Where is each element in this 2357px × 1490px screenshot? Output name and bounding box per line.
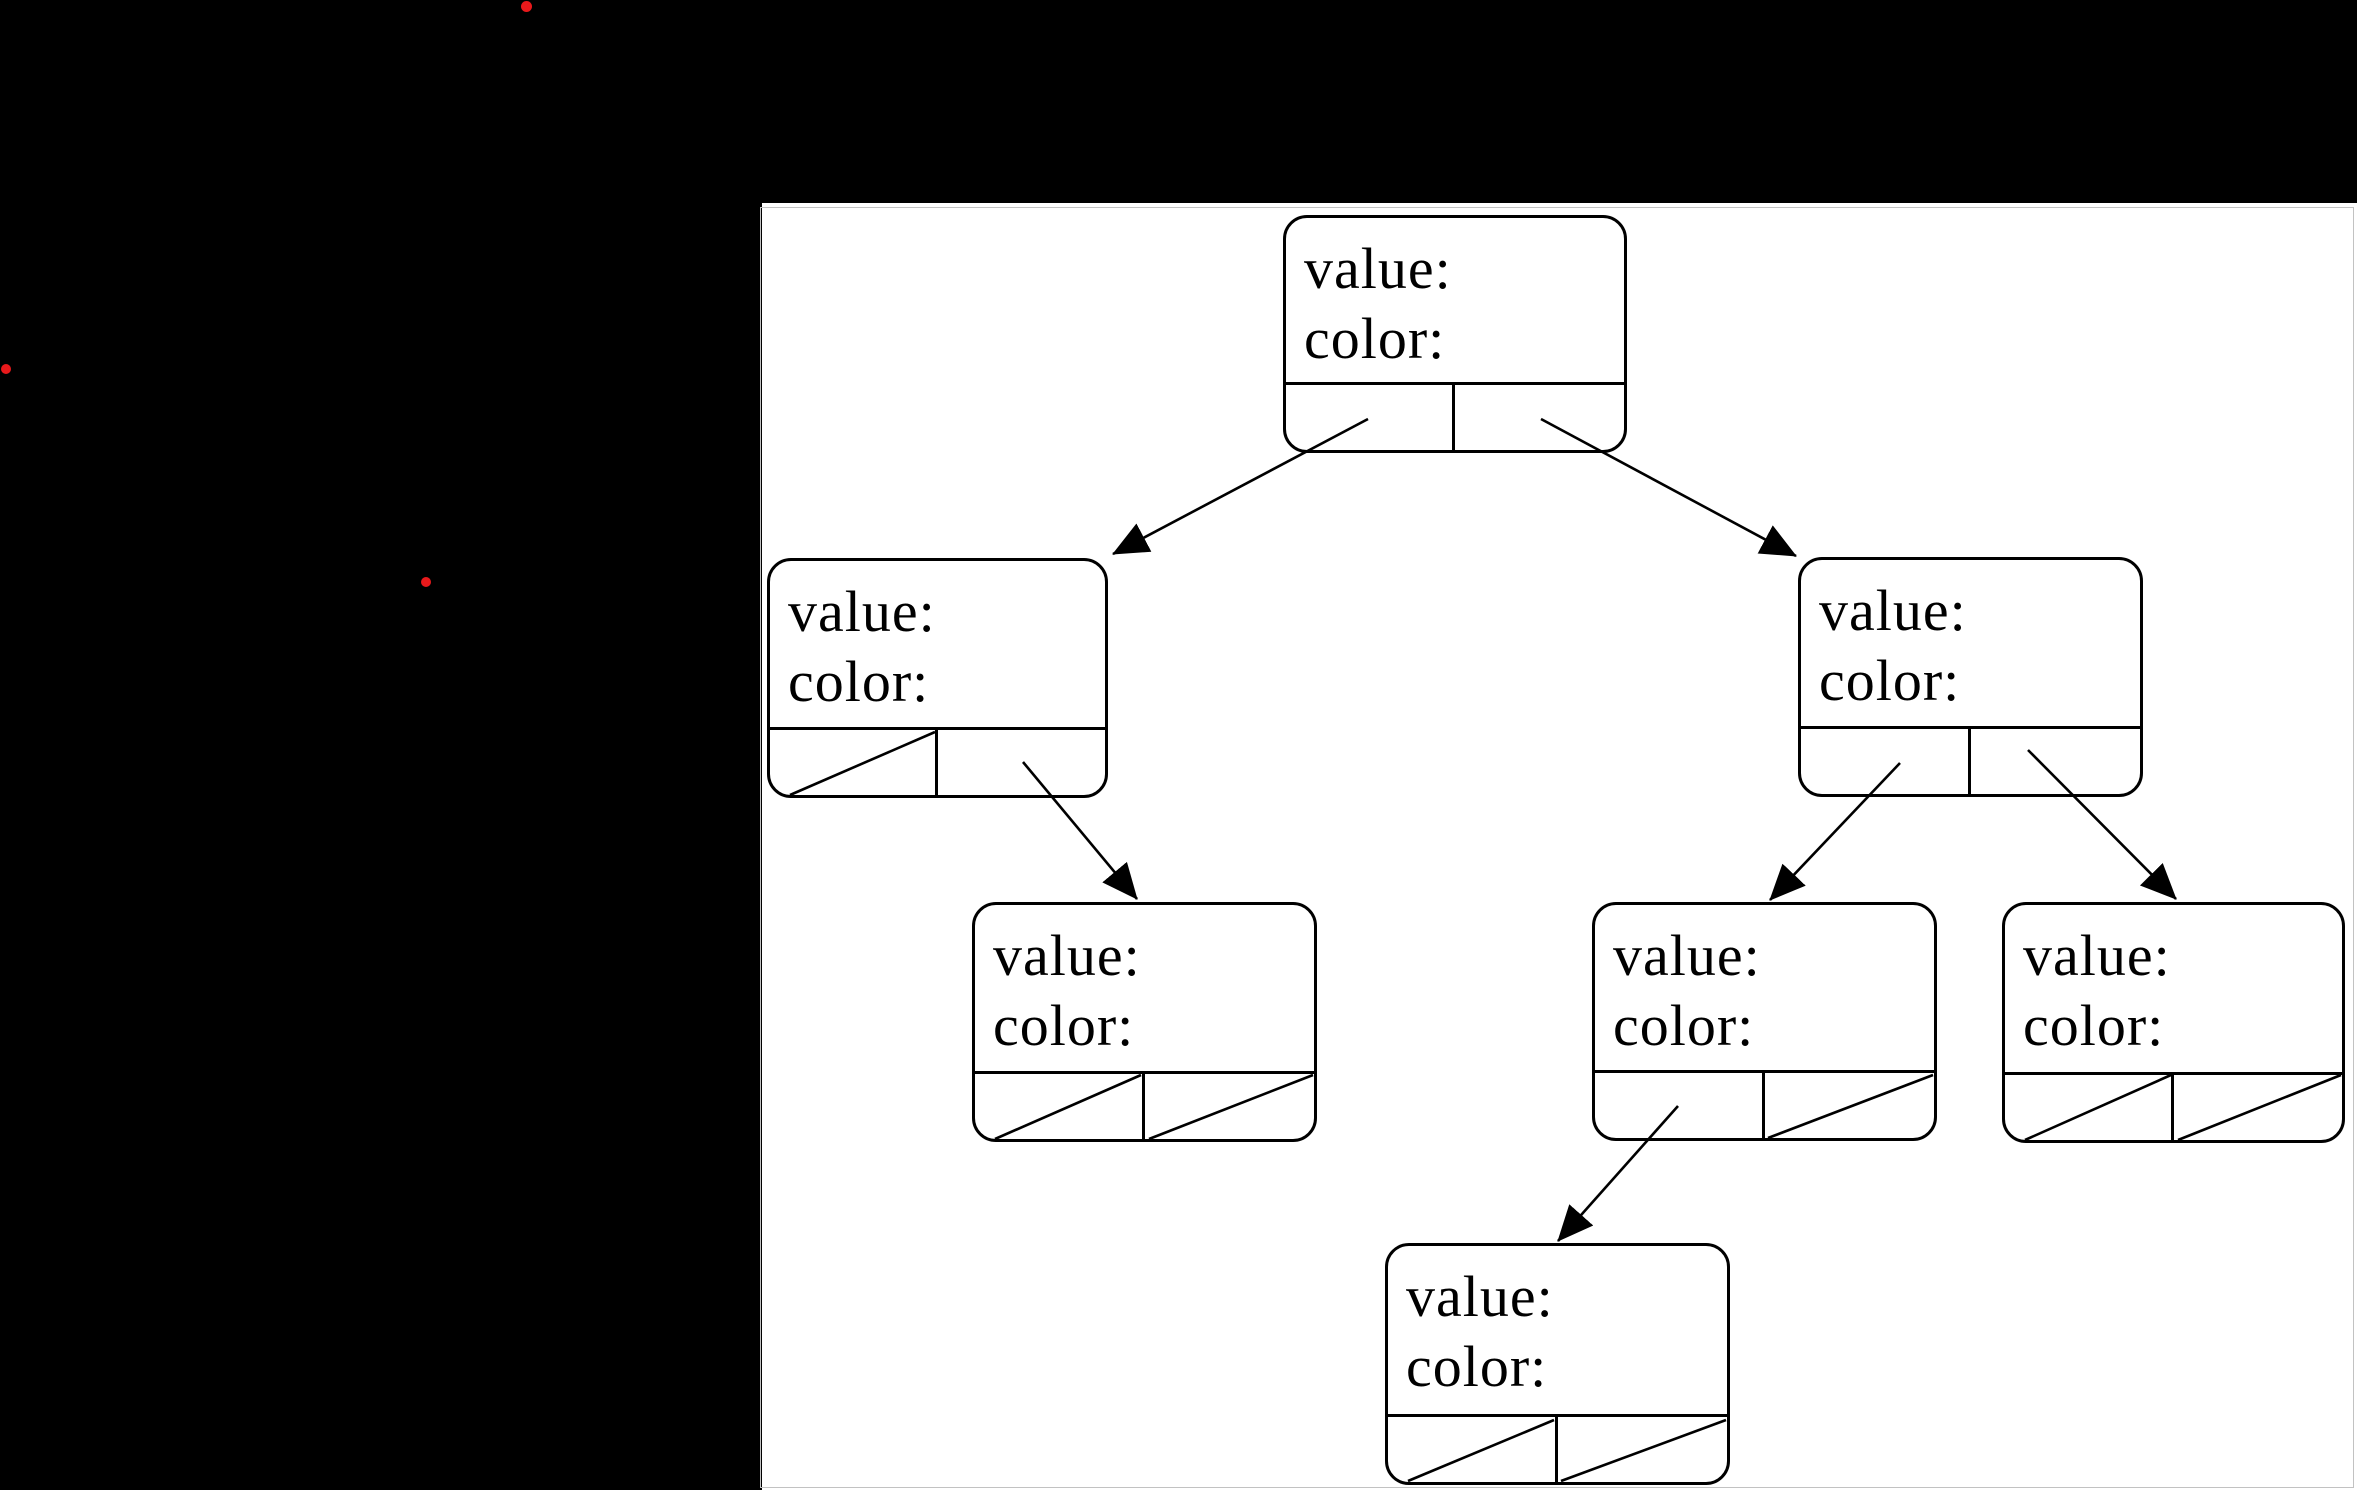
value-field-label: value:	[1819, 578, 1967, 643]
value-field-label: value:	[1304, 236, 1452, 301]
tree-node-bottom: value: color:	[1385, 1243, 1730, 1485]
right-pointer-cell-null	[1145, 1074, 1315, 1139]
node-fields: value: color:	[770, 561, 1105, 727]
right-pointer-cell	[1455, 385, 1624, 450]
value-field-label: value:	[2023, 923, 2171, 988]
right-pointer-cell	[1971, 729, 2141, 794]
pointer-row	[770, 727, 1105, 795]
pointer-row	[1286, 382, 1624, 450]
color-field-label: color:	[788, 649, 930, 714]
node-fields: value: color:	[1286, 218, 1624, 382]
value-field-label: value:	[1613, 923, 1761, 988]
tree-node-left-right-grandchild: value: color:	[972, 902, 1317, 1142]
right-pointer-cell-null	[1765, 1073, 1935, 1138]
left-pointer-cell	[1286, 385, 1455, 450]
node-fields: value: color:	[1388, 1246, 1727, 1414]
red-marker-dot	[421, 577, 431, 587]
pointer-row	[1388, 1414, 1727, 1482]
red-marker-dot	[521, 1, 532, 12]
left-pointer-cell-null	[975, 1074, 1145, 1139]
tree-node-root: value: color:	[1283, 215, 1627, 453]
tree-node-right-left-grandchild: value: color:	[1592, 902, 1937, 1141]
node-fields: value: color:	[2005, 905, 2342, 1072]
right-pointer-cell-null	[2174, 1075, 2343, 1140]
color-field-label: color:	[1613, 993, 1755, 1058]
color-field-label: color:	[1304, 306, 1446, 371]
value-field-label: value:	[788, 579, 936, 644]
tree-node-left-child: value: color:	[767, 558, 1108, 798]
left-pointer-cell-null	[2005, 1075, 2174, 1140]
color-field-label: color:	[993, 993, 1135, 1058]
red-marker-dot	[1, 364, 11, 374]
right-pointer-cell	[938, 730, 1106, 795]
color-field-label: color:	[1819, 648, 1961, 713]
pointer-row	[1801, 726, 2140, 794]
left-pointer-cell	[1595, 1073, 1765, 1138]
node-fields: value: color:	[1595, 905, 1934, 1070]
color-field-label: color:	[1406, 1334, 1548, 1399]
left-pointer-cell-null	[770, 730, 938, 795]
pointer-row	[2005, 1072, 2342, 1140]
value-field-label: value:	[993, 923, 1141, 988]
pointer-row	[975, 1071, 1314, 1139]
left-pointer-cell-null	[1388, 1417, 1558, 1482]
node-fields: value: color:	[1801, 560, 2140, 726]
value-field-label: value:	[1406, 1264, 1554, 1329]
tree-node-right-child: value: color:	[1798, 557, 2143, 797]
pointer-row	[1595, 1070, 1934, 1138]
tree-node-right-right-grandchild: value: color:	[2002, 902, 2345, 1143]
color-field-label: color:	[2023, 993, 2165, 1058]
right-pointer-cell-null	[1558, 1417, 1728, 1482]
node-fields: value: color:	[975, 905, 1314, 1071]
left-pointer-cell	[1801, 729, 1971, 794]
